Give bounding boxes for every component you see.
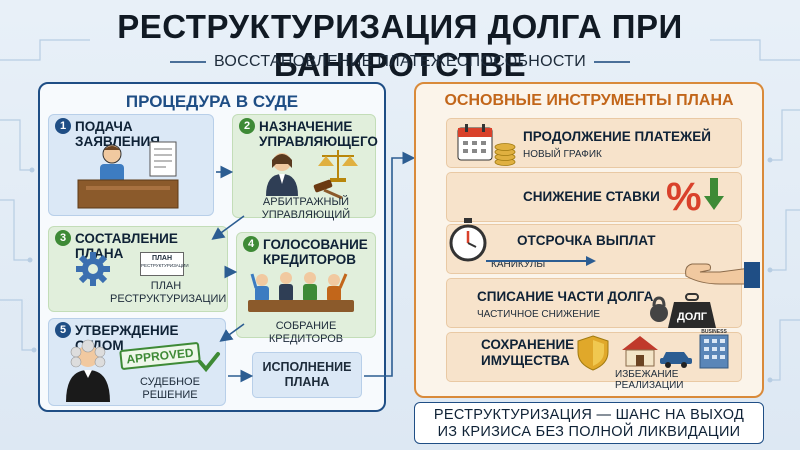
plan-execution-box: ИСПОЛНЕНИЕ ПЛАНА [252,352,362,398]
gear-icon [76,252,110,286]
plan-doc-title: ПЛАН [151,255,173,262]
tool-label: СПИСАНИЕ ЧАСТИ ДОЛГА [477,289,654,304]
manager-caption: АРБИТРАЖНЫЙ УПРАВЛЯЮЩИЙ [261,196,351,221]
tool-continued-payments: ПРОДОЛЖЕНИЕ ПЛАТЕЖЕЙ НОВЫЙ ГРАФИК [446,118,742,168]
tool-sub: ИЗБЕЖАНИЕ РЕАЛИЗАЦИИ [615,369,684,391]
tool-sub: КАНИКУЛЫ [491,259,546,270]
creditors-caption: СОБРАНИЕ КРЕДИТОРОВ [268,320,344,345]
step-label: ГОЛОСОВАНИЕ КРЕДИТОРОВ [263,237,368,267]
building-text: BUSINESS [701,329,727,335]
creditors-meeting-icon [248,272,354,312]
hand-icon [685,262,760,288]
subtitle-bar: ВОССТАНОВЛЕНИЕ ПЛАТЕЖЕСПОСОБНОСТИ [170,50,630,74]
car-icon [660,352,692,368]
kettlebell-icon [650,296,668,322]
building-icon: BUSINESS [699,329,729,369]
shield-icon [577,335,609,371]
tool-label: ОТСРОЧКА ВЫПЛАТ [517,233,656,248]
step-number: 1 [55,118,71,134]
tool-sub: НОВЫЙ ГРАФИК [523,149,602,160]
svg-text:%: % [666,175,702,219]
step-number: 2 [239,118,255,134]
judge-icon [66,339,110,402]
manager-icon [266,153,298,196]
tool-label: СНИЖЕНИЕ СТАВКИ [523,189,660,204]
plan-doc-subtitle: РЕСТРУКТУРИЗАЦИИ [141,263,189,268]
step-label: ПОДАЧА ЗАЯВЛЕНИЯ [75,119,160,149]
court-procedure-title: ПРОЦЕДУРА В СУДЕ [125,92,299,111]
percent-icon: % [666,175,702,219]
weight-icon: ДОЛГ [668,293,716,328]
tool-sub: ЧАСТИЧНОЕ СНИЖЕНИЕ [477,309,601,320]
down-arrow-icon [704,178,724,210]
page-subtitle: ВОССТАНОВЛЕНИЕ ПЛАТЕЖЕСПОСОБНОСТИ [213,53,587,70]
conclusion-note: РЕСТРУКТУРИЗАЦИЯ — ШАНС НА ВЫХОД ИЗ КРИЗ… [414,402,764,444]
weight-text: ДОЛГ [677,311,708,323]
step-label: СОСТАВЛЕНИЕ ПЛАНА [75,231,178,261]
conclusion-line-1: РЕСТРУКТУРИЗАЦИЯ — ШАНС НА ВЫХОД [433,407,745,423]
house-icon [622,336,658,367]
step-number: 4 [243,236,259,252]
tool-rate-reduction: СНИЖЕНИЕ СТАВКИ [446,172,742,222]
plan-tools-title: ОСНОВНЫЕ ИНСТРУМЕНТЫ ПЛАНА [444,92,734,109]
tool-payment-deferral: ОТСРОЧКА ВЫПЛАТ КАНИКУЛЫ [446,224,742,274]
person-at-desk-icon [77,144,179,209]
gavel-icon [313,179,343,200]
scales-icon [318,150,358,182]
step-number: 5 [55,322,71,338]
conclusion-line-2: ИЗ КРИЗИСА БЕЗ ПОЛНОЙ ЛИКВИДАЦИИ [437,424,741,440]
step-label: НАЗНАЧЕНИЕ УПРАВЛЯЮЩЕГО [259,119,378,149]
tool-label: ПРОДОЛЖЕНИЕ ПЛАТЕЖЕЙ [523,129,711,144]
plan-caption: ПЛАН РЕСТРУКТУРИЗАЦИИ [110,280,227,305]
ruling-caption: СУДЕБНОЕ РЕШЕНИЕ [140,376,200,401]
coins-icon [494,143,516,166]
plan-document-icon: ПЛАН РЕСТРУКТУРИЗАЦИИ [140,252,189,276]
arrow-icon [486,256,596,266]
checkmark-icon [198,352,220,373]
document-icon [149,141,177,177]
tool-label: СОХРАНЕНИЕ ИМУЩЕСТВА [481,337,575,368]
approved-stamp-text: APPROVED [125,345,195,367]
stopwatch-icon [449,218,487,262]
calendar-icon [457,124,493,161]
step-number: 3 [55,230,71,246]
